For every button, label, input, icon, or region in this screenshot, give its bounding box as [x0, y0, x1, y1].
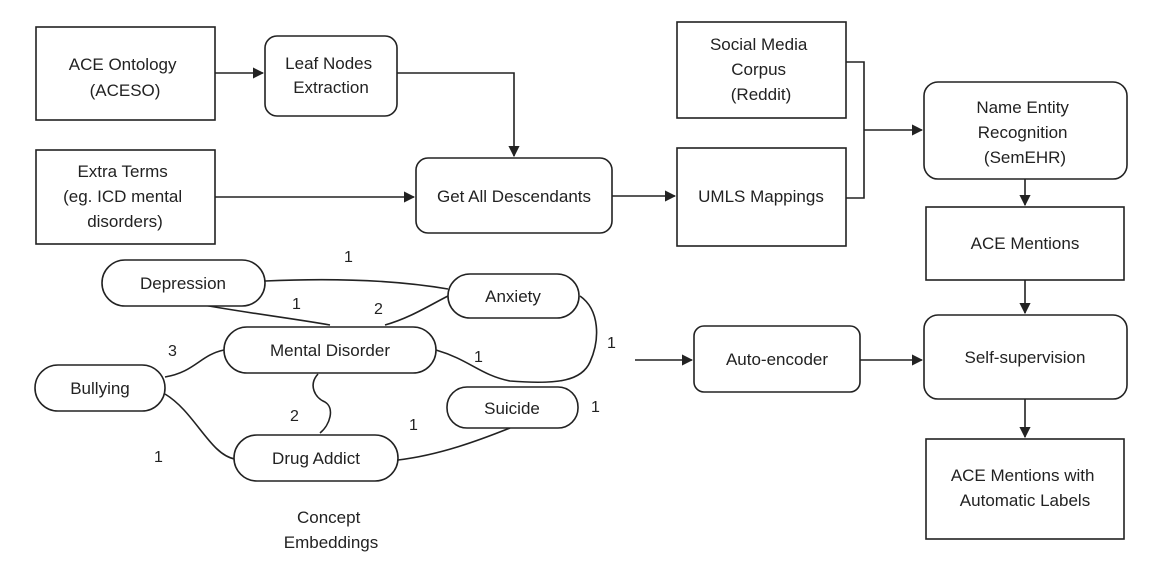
ace-ontology-line-1: ACE Ontology: [69, 55, 177, 74]
ner-line-1: Name Entity: [976, 98, 1069, 117]
graph-node-drug-addict-label: Drug Addict: [272, 449, 360, 468]
weight-drug-addict-suicide: 1: [409, 417, 418, 434]
svg-text:Concept Embeddings: Concept Embeddings: [284, 508, 379, 552]
weight-mental-disorder-drug-addict: 2: [290, 408, 299, 425]
svg-text:Leaf Nodes Extraction: Leaf Nodes Extraction: [285, 54, 377, 97]
social-media-corpus-box: Social Media Corpus (Reddit): [676, 21, 847, 119]
arrow-leaf-to-descendants: [397, 72, 520, 158]
social-media-line-2: Corpus: [731, 60, 786, 79]
weight-mental-disorder-suicide: 1: [474, 349, 483, 366]
concept-embeddings-caption-line-2: Embeddings: [284, 533, 379, 552]
connector-corpus-umls: [846, 61, 865, 199]
graph-edge-bullying-drug-addict: [164, 393, 236, 460]
weight-bullying-drug-addict: 1: [154, 449, 163, 466]
ace-mentions-label: ACE Mentions: [971, 234, 1080, 253]
auto-encoder-box: Auto-encoder: [693, 325, 861, 393]
svg-text:Extra Terms (eg. ICD men: Extra Terms (eg. ICD mental disorders): [63, 162, 187, 231]
graph-edge-mental-disorder-anxiety: [384, 295, 449, 326]
graph-node-suicide-label: Suicide: [484, 399, 540, 418]
ner-line-2: Recognition: [978, 123, 1068, 142]
ace-ontology-box: ACE Ontology (ACESO): [35, 26, 216, 121]
weight-depression-mental-disorder: 1: [292, 296, 301, 313]
ace-ontology-line-2: (ACESO): [90, 81, 161, 100]
graph-edge-bullying-mental-disorder: [164, 349, 225, 378]
self-supervision-box: Self-supervision: [923, 314, 1128, 400]
ace-labels-line-2: Automatic Labels: [960, 491, 1090, 510]
extra-terms-line-1: Extra Terms: [77, 162, 167, 181]
weight-mental-disorder-anxiety: 2: [374, 301, 383, 318]
extra-terms-line-3: disorders): [87, 212, 163, 231]
get-all-descendants-label: Get All Descendants: [437, 187, 591, 206]
weight-depression-anxiety: 1: [344, 249, 353, 266]
graph-node-bullying-label: Bullying: [70, 379, 130, 398]
extra-terms-box: Extra Terms (eg. ICD mental disorders): [35, 149, 216, 245]
graph-node-bullying: Bullying: [34, 364, 166, 412]
graph-edge-mental-disorder-anxiety-loop: [435, 295, 598, 384]
weight-bullying-mental-disorder: 3: [168, 343, 177, 360]
svg-text:ACE Mentions with Automa: ACE Mentions with Automatic Labels: [951, 466, 1099, 510]
umls-mappings-label: UMLS Mappings: [698, 187, 824, 206]
graph-node-suicide: Suicide: [446, 386, 579, 429]
ner-line-3: (SemEHR): [984, 148, 1066, 167]
svg-text:ACE Ontology (ACESO): ACE Ontology (ACESO): [69, 55, 181, 100]
graph-edge-depression-anxiety: [264, 278, 449, 290]
social-media-line-3: (Reddit): [731, 85, 791, 104]
get-all-descendants-box: Get All Descendants: [415, 157, 613, 234]
graph-node-mental-disorder-label: Mental Disorder: [270, 341, 390, 360]
ace-mentions-automatic-labels-box: ACE Mentions with Automatic Labels: [925, 438, 1125, 540]
ace-labels-line-1: ACE Mentions with: [951, 466, 1095, 485]
auto-encoder-label: Auto-encoder: [726, 350, 828, 369]
graph-edge-mental-disorder-drug-addict: [312, 373, 332, 434]
graph-node-anxiety-label: Anxiety: [485, 287, 541, 306]
graph-node-depression: Depression: [101, 259, 266, 307]
leaf-nodes-extraction-box: Leaf Nodes Extraction: [264, 35, 398, 117]
graph-node-depression-label: Depression: [140, 274, 226, 293]
self-supervision-label: Self-supervision: [965, 348, 1086, 367]
weight-suicide-side: 1: [591, 399, 600, 416]
graph-edge-drug-addict-suicide: [397, 427, 511, 461]
graph-node-drug-addict: Drug Addict: [233, 434, 399, 482]
extra-terms-line-2: (eg. ICD mental: [63, 187, 182, 206]
svg-text:Social Media Corpus: Social Media Corpus (Reddit): [710, 35, 812, 104]
svg-text:Name Entity Recognition: Name Entity Recognition (SemEHR): [976, 98, 1073, 167]
social-media-line-1: Social Media: [710, 35, 808, 54]
ace-mentions-box: ACE Mentions: [925, 206, 1125, 281]
leaf-nodes-line-1: Leaf Nodes: [285, 54, 372, 73]
concept-embeddings-caption-line-1: Concept: [297, 508, 361, 527]
umls-mappings-box: UMLS Mappings: [676, 147, 847, 247]
leaf-nodes-line-2: Extraction: [293, 78, 369, 97]
weight-anxiety-side: 1: [607, 335, 616, 352]
ner-box: Name Entity Recognition (SemEHR): [923, 81, 1128, 180]
graph-node-anxiety: Anxiety: [447, 273, 580, 319]
graph-node-mental-disorder: Mental Disorder: [223, 326, 437, 374]
